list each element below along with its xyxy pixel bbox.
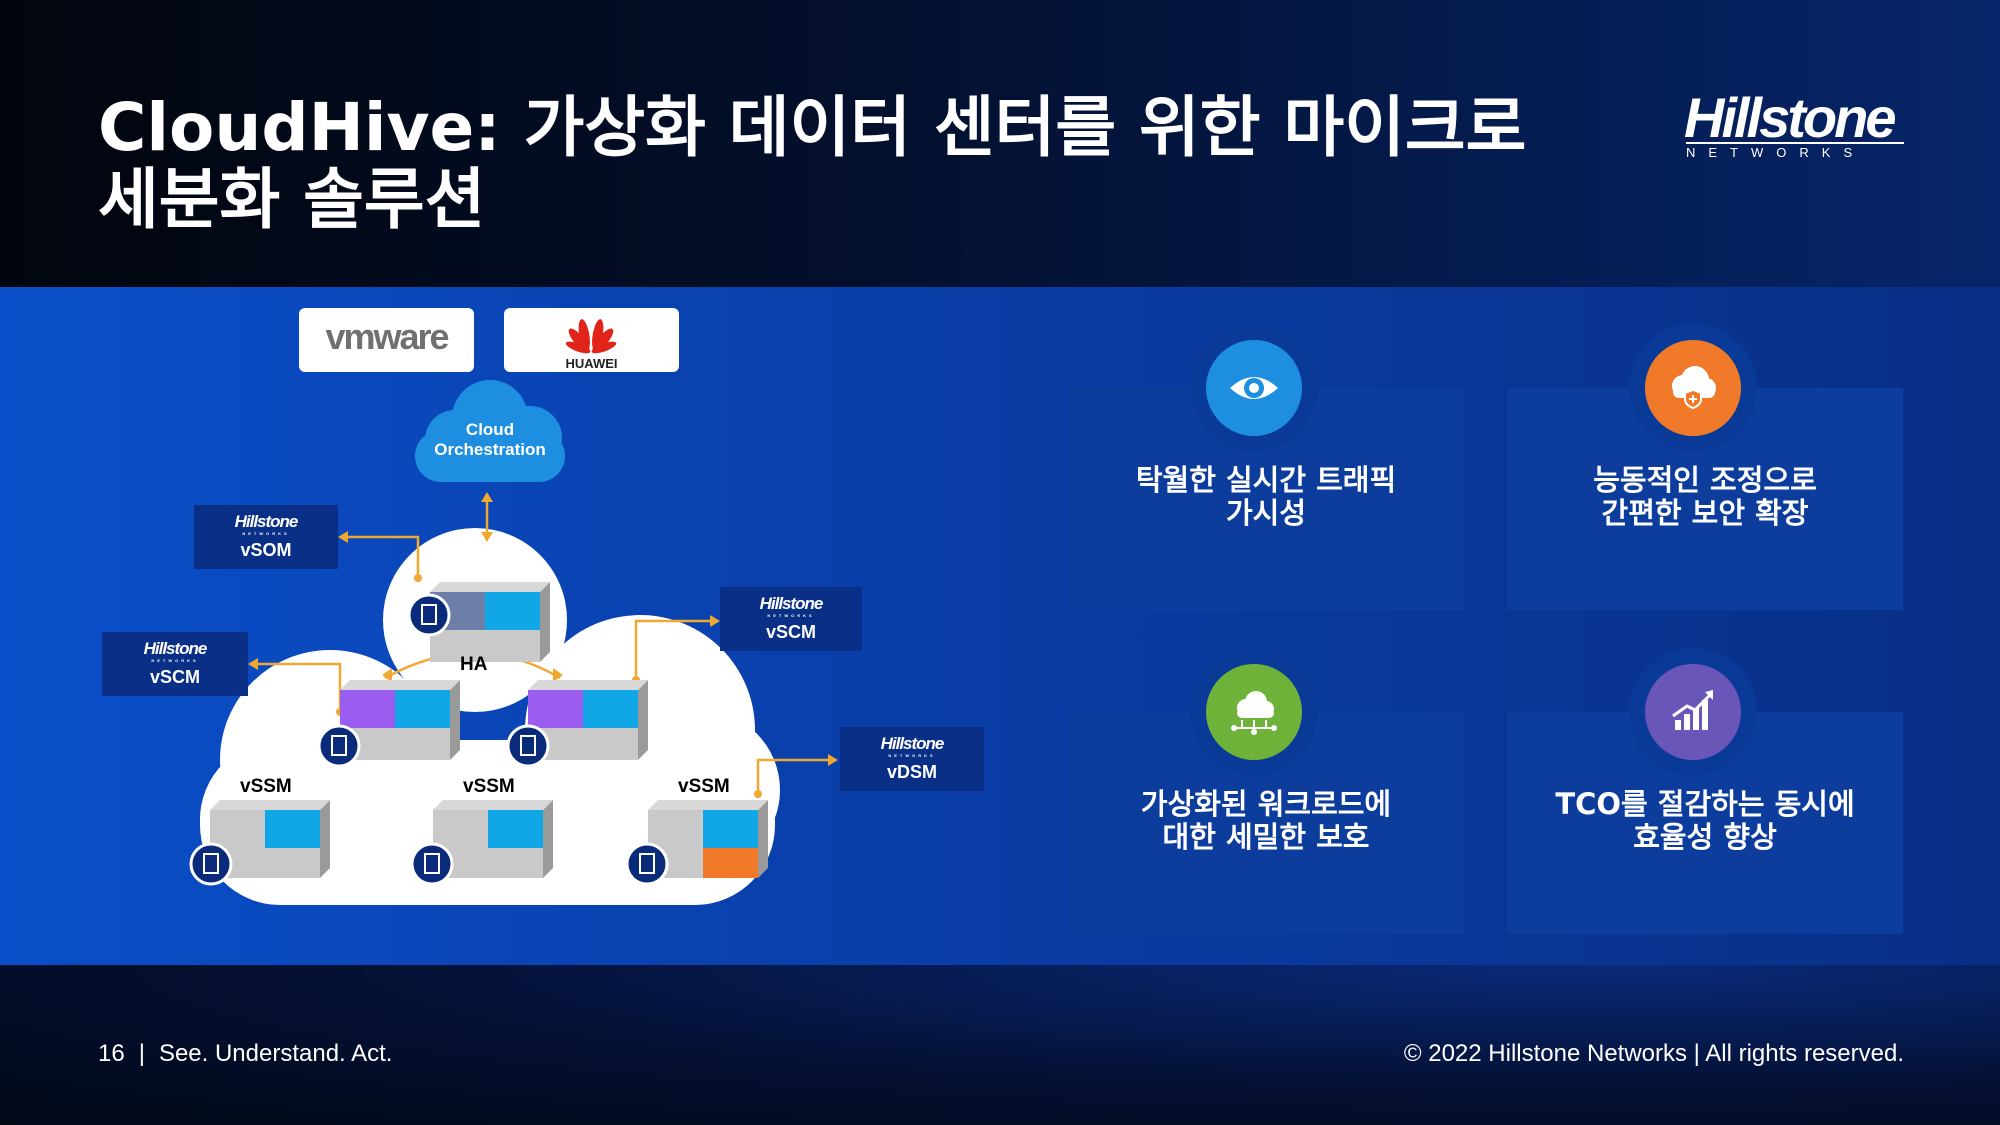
footer-bar <box>0 965 2000 1125</box>
mini-logo-subtitle: NETWORKS <box>242 531 290 536</box>
mini-hillstone-logo: Hillstone <box>143 639 208 658</box>
copyright: © 2022 Hillstone Networks | All rights r… <box>1403 1040 1904 1067</box>
cloud-shield-icon <box>1645 340 1741 436</box>
tagline: See. Understand. Act. <box>158 1040 393 1067</box>
feature-line: 가시성 <box>1225 496 1307 530</box>
vmware-logo: vmware <box>299 308 474 372</box>
page-number: 16 <box>98 1040 125 1067</box>
feature-text-scaling: 능동적인 조정으로 간편한 보안 확장 <box>1507 464 1903 530</box>
hillstone-logo: Hillstone NETWORKS <box>1684 90 1906 160</box>
logo-word: Hillstone <box>1684 86 1896 149</box>
mini-hillstone-logo: Hillstone <box>234 512 299 531</box>
feature-text-visibility: 탁월한 실시간 트래픽 가시성 <box>1068 464 1464 530</box>
feature-text-tco: TCO를 절감하는 동시에 효율성 향상 <box>1507 788 1903 854</box>
ha-label: HA <box>460 654 488 675</box>
vssm-label-1: vSSM <box>240 776 292 797</box>
vssm-label-3: vSSM <box>678 776 730 797</box>
huawei-logo: HUAWEI <box>504 308 679 372</box>
mini-logo-subtitle: NETWORKS <box>888 753 936 758</box>
mini-hillstone-logo: Hillstone <box>880 734 945 753</box>
vscm-left-label: vSCM <box>149 667 200 687</box>
growth-chart-icon <box>1645 664 1741 760</box>
cloud-label-line-2: Orchestration <box>434 440 546 459</box>
mini-hillstone-logo: Hillstone <box>759 594 824 613</box>
footer-separator: | <box>138 1040 145 1067</box>
mini-logo-subtitle: NETWORKS <box>767 613 815 618</box>
vscm-right-box: Hillstone NETWORKS vSCM <box>720 587 862 651</box>
huawei-label: HUAWEI <box>565 356 618 371</box>
vscm-right-label: vSCM <box>765 622 816 642</box>
feature-line: 대한 세밀한 보호 <box>1162 820 1370 854</box>
feature-text-protection: 가상화된 워크로드에 대한 세밀한 보호 <box>1068 788 1464 854</box>
vdsm-label: vDSM <box>886 762 937 782</box>
huawei-petal-icon <box>565 319 617 354</box>
feature-line: 능동적인 조정으로 <box>1593 463 1817 497</box>
vssm-label-2: vSSM <box>463 776 515 797</box>
mini-logo-subtitle: NETWORKS <box>151 658 199 663</box>
title-line-1: CloudHive: 가상화 데이터 센터를 위한 마이크로 <box>98 89 1527 166</box>
feature-line: 가상화된 워크로드에 <box>1140 787 1392 821</box>
feature-line: TCO를 절감하는 동시에 <box>1555 787 1855 821</box>
vsom-box: Hillstone NETWORKS vSOM <box>194 505 338 569</box>
feature-line: 효율성 향상 <box>1633 820 1777 854</box>
footer-left: 16 | See. Understand. Act. <box>98 1040 392 1068</box>
cloud-network-icon <box>1206 664 1302 760</box>
feature-line: 간편한 보안 확장 <box>1601 496 1809 530</box>
vdsm-box: Hillstone NETWORKS vDSM <box>840 727 984 791</box>
eye-icon <box>1206 340 1302 436</box>
title-line-2: 세분화 솔루션 <box>98 161 486 238</box>
vsom-label: vSOM <box>240 540 292 560</box>
cloud-label-line-1: Cloud <box>465 420 515 439</box>
header-bar: CloudHive: 가상화 데이터 센터를 위한 마이크로 세분화 솔루션 H… <box>0 0 2000 287</box>
cloud-orchestration-label: Cloud Orchestration <box>415 420 565 460</box>
vscm-left-box: Hillstone NETWORKS vSCM <box>102 632 248 696</box>
feature-line: 탁월한 실시간 트래픽 <box>1135 463 1397 497</box>
vmware-label: vmware <box>325 316 449 357</box>
logo-subtitle: NETWORKS <box>1686 142 1904 160</box>
page-title: CloudHive: 가상화 데이터 센터를 위한 마이크로 세분화 솔루션 <box>98 92 1598 236</box>
